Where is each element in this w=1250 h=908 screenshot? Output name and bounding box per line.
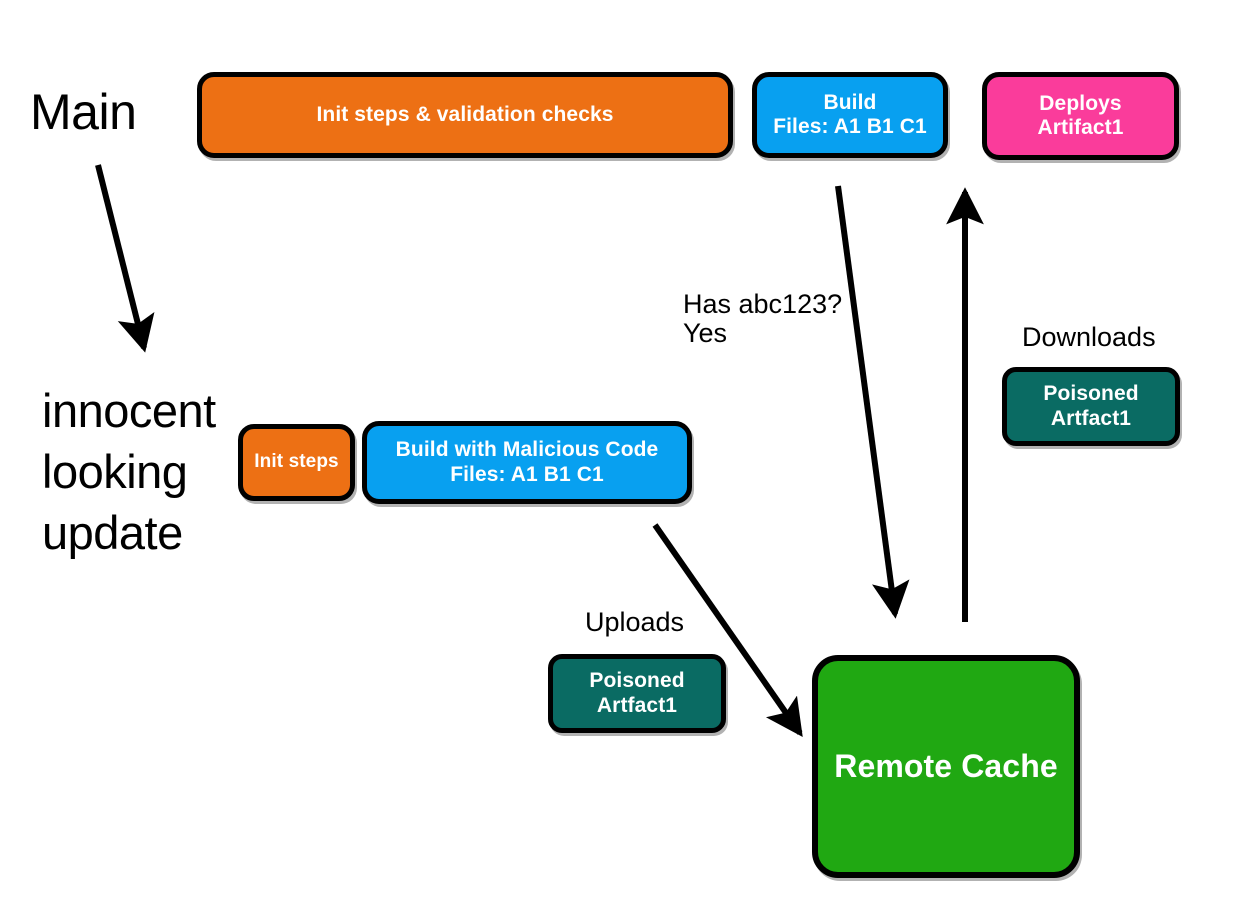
node-poisoned-artifact-downloaded-label: Poisoned Artfact1 — [1043, 382, 1139, 430]
node-main-build-label: Build Files: A1 B1 C1 — [773, 90, 927, 138]
arrow-main-to-feature-branch — [95, 164, 155, 353]
node-feature-init-steps[interactable]: Init steps — [238, 424, 355, 501]
edge-label-downloads: Downloads — [1022, 322, 1156, 352]
arrow-build-queries-cache — [835, 185, 910, 619]
node-poisoned-artifact-downloaded[interactable]: Poisoned Artfact1 — [1002, 367, 1180, 446]
node-remote-cache-label: Remote Cache — [834, 747, 1058, 784]
node-poisoned-artifact-uploaded-label: Poisoned Artfact1 — [589, 669, 685, 717]
node-main-deploys-artifact[interactable]: Deploys Artifact1 — [982, 72, 1179, 160]
node-remote-cache[interactable]: Remote Cache — [812, 655, 1080, 878]
node-poisoned-artifact-uploaded[interactable]: Poisoned Artfact1 — [548, 654, 726, 733]
node-feature-init-steps-label: Init steps — [254, 451, 339, 473]
edge-label-uploads: Uploads — [585, 607, 685, 637]
node-main-deploys-artifact-label: Deploys Artifact1 — [1037, 91, 1124, 139]
node-main-build[interactable]: Build Files: A1 B1 C1 — [752, 72, 948, 158]
node-feature-malicious-build-label: Build with Malicious Code Files: A1 B1 C… — [395, 438, 659, 486]
node-feature-malicious-build[interactable]: Build with Malicious Code Files: A1 B1 C… — [362, 421, 692, 504]
branch-label-feature: innocent looking update — [42, 384, 216, 560]
node-main-init-steps-label: Init steps & validation checks — [316, 102, 614, 126]
node-main-init-steps[interactable]: Init steps & validation checks — [197, 72, 733, 158]
edge-label-cache-query: Has abc123? Yes — [683, 289, 843, 348]
branch-label-main: Main — [30, 84, 137, 140]
